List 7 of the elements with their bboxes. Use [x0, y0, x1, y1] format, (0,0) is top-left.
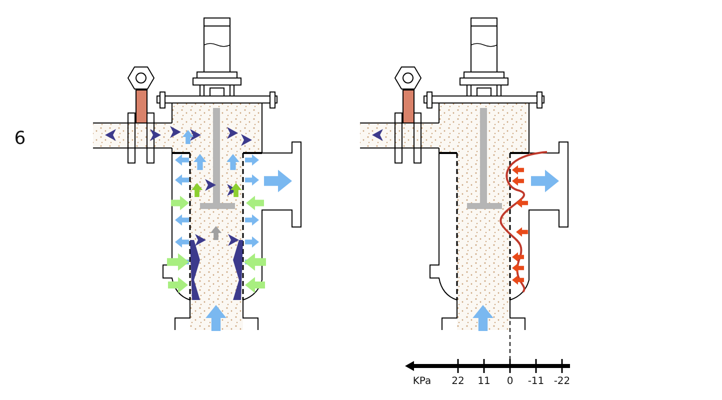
tick-label: 22 [452, 376, 464, 387]
tick-label: -11 [528, 376, 544, 387]
tick-label: 0 [506, 376, 514, 387]
axis-unit: KPa [412, 376, 432, 387]
figure-number: 6 [14, 128, 26, 149]
tick-label: -22 [554, 376, 570, 387]
tick-label: 11 [478, 376, 490, 387]
